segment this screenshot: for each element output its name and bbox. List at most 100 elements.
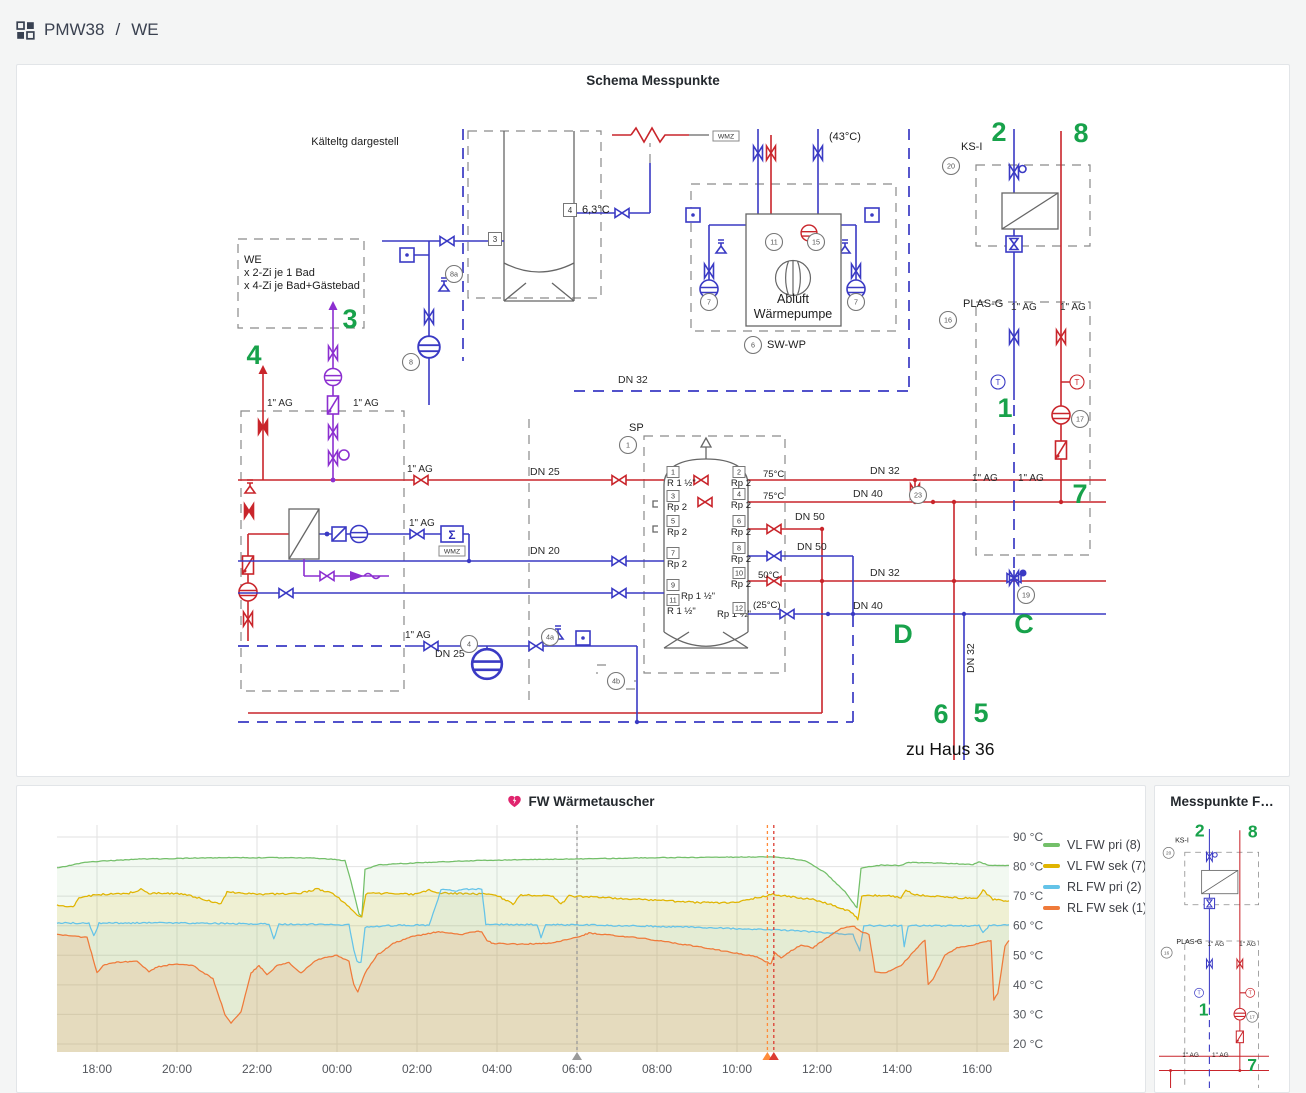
breadcrumb: PMW38 / WE [16,20,159,40]
svg-text:(25°C): (25°C) [753,600,781,611]
svg-text:Rp 1 ½": Rp 1 ½" [717,609,751,620]
svg-text:18:00: 18:00 [82,1062,112,1076]
schema-diagram: Kälteltg dargestell(43°C)KS-IPLAS-GAbluf… [237,117,1106,760]
svg-text:Rp 2: Rp 2 [731,554,751,565]
svg-text:40 °C: 40 °C [1013,978,1043,992]
svg-text:4: 4 [737,490,741,499]
svg-text:SW-WP: SW-WP [767,339,806,351]
legend-item[interactable]: VL FW sek (7) [1043,859,1145,873]
svg-text:12: 12 [735,604,743,613]
svg-text:DN 20: DN 20 [530,545,560,557]
svg-text:KS-I: KS-I [961,141,982,153]
legend-item[interactable]: RL FW pri (2) [1043,880,1142,894]
svg-text:6,3°C: 6,3°C [582,204,610,216]
svg-text:20: 20 [947,162,955,171]
svg-text:DN 40: DN 40 [853,600,883,612]
svg-text:Abluft: Abluft [777,292,809,306]
svg-text:1" AG: 1" AG [409,518,435,529]
svg-text:1" AG: 1" AG [267,398,293,409]
svg-text:00:00: 00:00 [322,1062,352,1076]
svg-text:DN 32: DN 32 [618,374,648,386]
svg-text:30 °C: 30 °C [1013,1007,1043,1021]
svg-text:19: 19 [1022,591,1030,600]
svg-text:Rp 2: Rp 2 [731,579,751,590]
svg-text:DN 25: DN 25 [530,466,560,478]
svg-text:16:00: 16:00 [962,1062,992,1076]
svg-text:zu Haus 36: zu Haus 36 [906,739,995,759]
svg-text:17: 17 [1076,415,1084,424]
top-bar: PMW38 / WE [0,0,1306,60]
breadcrumb-dashboard[interactable]: PMW38 [44,20,105,39]
svg-text:R 1 ½": R 1 ½" [667,606,696,617]
svg-text:14:00: 14:00 [882,1062,912,1076]
svg-text:60 °C: 60 °C [1013,919,1043,933]
svg-text:RL FW pri (2): RL FW pri (2) [1067,880,1142,894]
svg-text:7: 7 [671,549,675,558]
dashboard-grid-icon[interactable] [16,20,35,40]
panel-title[interactable]: FW Wärmetauscher [17,786,1145,816]
svg-text:RL FW sek (1): RL FW sek (1) [1067,901,1145,915]
svg-text:20:00: 20:00 [162,1062,192,1076]
svg-text:4b: 4b [612,677,620,686]
svg-text:9: 9 [671,581,675,590]
svg-text:7: 7 [1072,479,1087,509]
svg-text:10:00: 10:00 [722,1062,752,1076]
svg-text:50 °C: 50 °C [1013,948,1043,962]
svg-text:1" AG: 1" AG [353,398,379,409]
svg-text:8: 8 [1073,118,1088,148]
svg-text:Rp 2: Rp 2 [731,527,751,538]
svg-text:1" AG: 1" AG [407,464,433,475]
svg-text:7: 7 [707,298,711,307]
svg-text:C: C [1014,609,1034,639]
svg-text:6: 6 [737,517,741,526]
svg-text:04:00: 04:00 [482,1062,512,1076]
svg-text:1" AG: 1" AG [1018,473,1044,484]
svg-text:75°C: 75°C [763,491,784,502]
svg-text:2: 2 [737,468,741,477]
svg-text:20 °C: 20 °C [1013,1037,1043,1051]
svg-text:22:00: 22:00 [242,1062,272,1076]
svg-text:08:00: 08:00 [642,1062,672,1076]
chart-legend: VL FW pri (8) VL FW sek (7) RL FW pri (2) R… [1043,838,1145,915]
svg-text:11: 11 [669,596,676,605]
panel-title-text: Messpunkte F… [1170,793,1274,809]
svg-text:80 °C: 80 °C [1013,860,1043,874]
panel-title-text: Schema Messpunkte [586,72,720,88]
svg-text:15: 15 [812,238,820,247]
svg-text:Kälteltg dargestell: Kälteltg dargestell [311,136,398,148]
breadcrumb-page[interactable]: WE [131,20,159,39]
svg-text:5: 5 [671,517,675,526]
legend-item[interactable]: RL FW sek (1) [1043,901,1145,915]
svg-text:23: 23 [914,491,922,500]
svg-text:Rp 2: Rp 2 [731,500,751,511]
schema-thumbnail[interactable] [1159,816,1287,1088]
svg-text:Rp 2: Rp 2 [667,527,687,538]
svg-text:6: 6 [751,341,755,350]
svg-text:WMZ: WMZ [444,548,460,555]
svg-text:50°C: 50°C [758,570,779,581]
svg-text:VL FW pri (8): VL FW pri (8) [1067,838,1141,852]
svg-text:Rp 2: Rp 2 [667,502,687,513]
svg-text:5: 5 [973,698,988,728]
svg-text:7: 7 [854,298,858,307]
svg-text:06:00: 06:00 [562,1062,592,1076]
svg-text:4: 4 [467,640,471,649]
svg-text:x 4-Zi je Bad+Gästebad: x 4-Zi je Bad+Gästebad [244,280,360,292]
svg-text:WMZ: WMZ [718,133,734,140]
svg-text:12:00: 12:00 [802,1062,832,1076]
svg-text:Σ: Σ [448,528,455,542]
panel-title[interactable]: Schema Messpunkte [17,65,1289,95]
svg-text:4: 4 [246,340,261,370]
svg-text:1" AG: 1" AG [1060,302,1086,313]
panel-title[interactable]: Messpunkte F… [1155,786,1289,816]
svg-text:70 °C: 70 °C [1013,889,1043,903]
breadcrumb-separator: / [115,20,121,39]
svg-text:1" AG: 1" AG [972,473,998,484]
svg-text:Wärmepumpe: Wärmepumpe [754,307,833,321]
legend-item[interactable]: VL FW pri (8) [1043,838,1141,852]
svg-text:R 1 ½": R 1 ½" [667,478,696,489]
alert-broken-heart-icon [507,794,522,809]
svg-text:Rp 1 ½": Rp 1 ½" [681,591,715,602]
